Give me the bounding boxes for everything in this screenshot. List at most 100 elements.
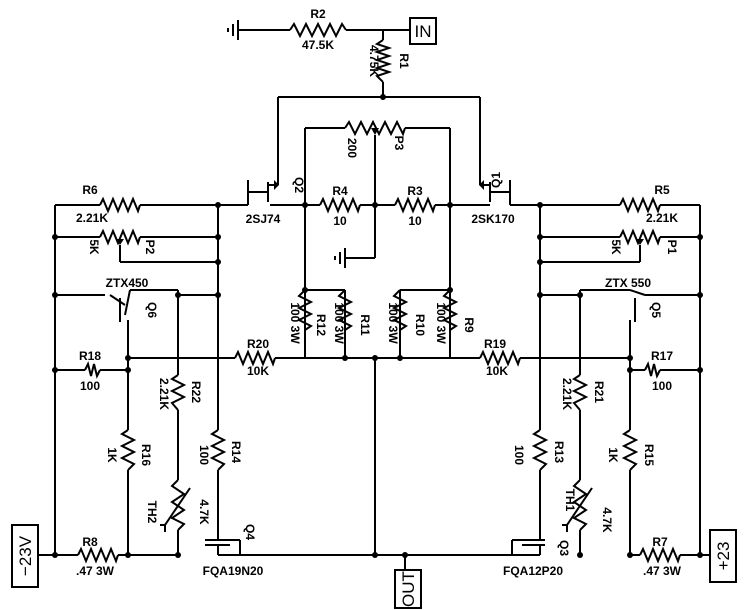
r8-value: .47 3W: [76, 564, 115, 578]
q4-ref: Q4: [243, 524, 257, 540]
r18-ref: R18: [79, 349, 101, 363]
resistor-r6: [99, 196, 141, 214]
th1-value: 4.7K: [600, 507, 614, 533]
q2-ref: Q2: [292, 177, 306, 193]
p1-ref: P1: [665, 240, 679, 255]
positive-supply-label: +23: [714, 542, 733, 571]
r20-value: 10K: [247, 364, 269, 378]
r8-ref: R8: [82, 535, 98, 549]
pot-p2: [99, 228, 141, 246]
resistors: [77, 21, 681, 564]
output-terminal-label: OUT: [399, 571, 418, 607]
input-terminal-label: IN: [415, 22, 432, 41]
resistor-r18: [84, 361, 101, 379]
q3-part: FQA12P20: [503, 564, 563, 578]
r13-ref: R13: [552, 441, 566, 463]
resistor-r5: [619, 196, 661, 214]
ground-bias: [334, 248, 346, 268]
resistor-r12: [296, 289, 314, 331]
r22-value: 2.21K: [157, 378, 171, 410]
resistor-r21: [571, 374, 589, 411]
resistor-r15: [621, 429, 639, 471]
r4-ref: R4: [332, 184, 348, 198]
q5-ref: Q5: [649, 302, 663, 318]
r3-value: 10: [408, 214, 422, 228]
r1-value: 4.75K: [367, 45, 381, 77]
resistor-r16: [119, 429, 137, 471]
q1-ref: Q1: [489, 172, 503, 188]
transistors: [119, 180, 646, 555]
r11-value: 100 3W: [332, 302, 346, 344]
r7-ref: R7: [652, 535, 668, 549]
resistor-r13: [531, 429, 549, 471]
r11-ref: R11: [358, 314, 372, 336]
resistor-r22: [169, 374, 187, 411]
r17-value: 100: [652, 379, 672, 393]
th2-value: 4.7K: [197, 499, 211, 525]
p2-value: 5K: [87, 239, 101, 255]
r9-value: 100 3W: [434, 302, 448, 344]
r16-ref: R16: [139, 444, 153, 466]
pot-p1: [619, 228, 661, 246]
r6-ref: R6: [82, 183, 98, 197]
resistor-r20: [234, 349, 276, 367]
r17-ref: R17: [651, 349, 673, 363]
r2-value: 47.5K: [302, 38, 334, 52]
r18-value: 100: [80, 379, 100, 393]
r9-ref: R9: [462, 317, 476, 333]
r20-ref: R20: [247, 337, 269, 351]
resistor-r2: [289, 21, 347, 39]
r15-value: 1K: [606, 447, 620, 463]
r2-ref: R2: [310, 7, 326, 21]
resistor-r3: [394, 196, 436, 214]
r12-value: 100 3W: [288, 302, 302, 344]
p1-value: 5K: [609, 239, 623, 255]
negative-supply-label: −23V: [16, 535, 35, 576]
r1-ref: R1: [397, 53, 411, 69]
q5-part: ZTX 550: [605, 276, 651, 290]
q6-ref: Q6: [145, 302, 159, 318]
r22-ref: R22: [189, 381, 203, 403]
p2-ref: P2: [143, 240, 157, 255]
component-labels: R2 47.5K R1 4.75K P3 200 Q2 2SJ74 Q1 2SK…: [76, 7, 682, 578]
junctions: [52, 94, 703, 558]
r13-value: 100: [512, 445, 526, 465]
resistor-r1: [373, 39, 393, 83]
q4-part: FQA19N20: [203, 564, 264, 578]
resistor-r19: [479, 349, 521, 367]
r19-ref: R19: [484, 337, 506, 351]
r10-value: 100 3W: [386, 302, 400, 344]
r3-ref: R3: [407, 184, 423, 198]
th2-ref: TH2: [145, 501, 159, 524]
r5-ref: R5: [654, 183, 670, 197]
r12-ref: R12: [314, 314, 328, 336]
ground-input: [227, 20, 239, 40]
r14-ref: R14: [229, 441, 243, 463]
q1-part: 2SK170: [471, 212, 515, 226]
th1-ref: TH1: [563, 489, 577, 512]
p3-ref: P3: [392, 136, 406, 151]
resistor-r17: [644, 361, 661, 379]
resistor-r11: [336, 289, 354, 331]
resistor-r8: [77, 546, 119, 564]
resistor-r9: [441, 289, 459, 331]
r5-value: 2.21K: [646, 211, 678, 225]
q6-part: ZTX450: [106, 276, 149, 290]
q2-part: 2SJ74: [246, 212, 281, 226]
p3-value: 200: [345, 138, 359, 158]
wiring: [38, 29, 710, 570]
r21-ref: R21: [592, 381, 606, 403]
q3-ref: Q3: [557, 540, 571, 556]
r19-value: 10K: [486, 364, 508, 378]
r4-value: 10: [333, 214, 347, 228]
r14-value: 100: [197, 445, 211, 465]
r15-ref: R15: [642, 444, 656, 466]
resistor-r14: [209, 429, 227, 471]
r16-value: 1K: [105, 447, 119, 463]
resistor-r7: [639, 546, 681, 564]
resistor-r10: [391, 289, 409, 331]
resistor-r4: [319, 196, 361, 214]
r21-value: 2.21K: [560, 378, 574, 410]
r7-value: .47 3W: [643, 564, 682, 578]
